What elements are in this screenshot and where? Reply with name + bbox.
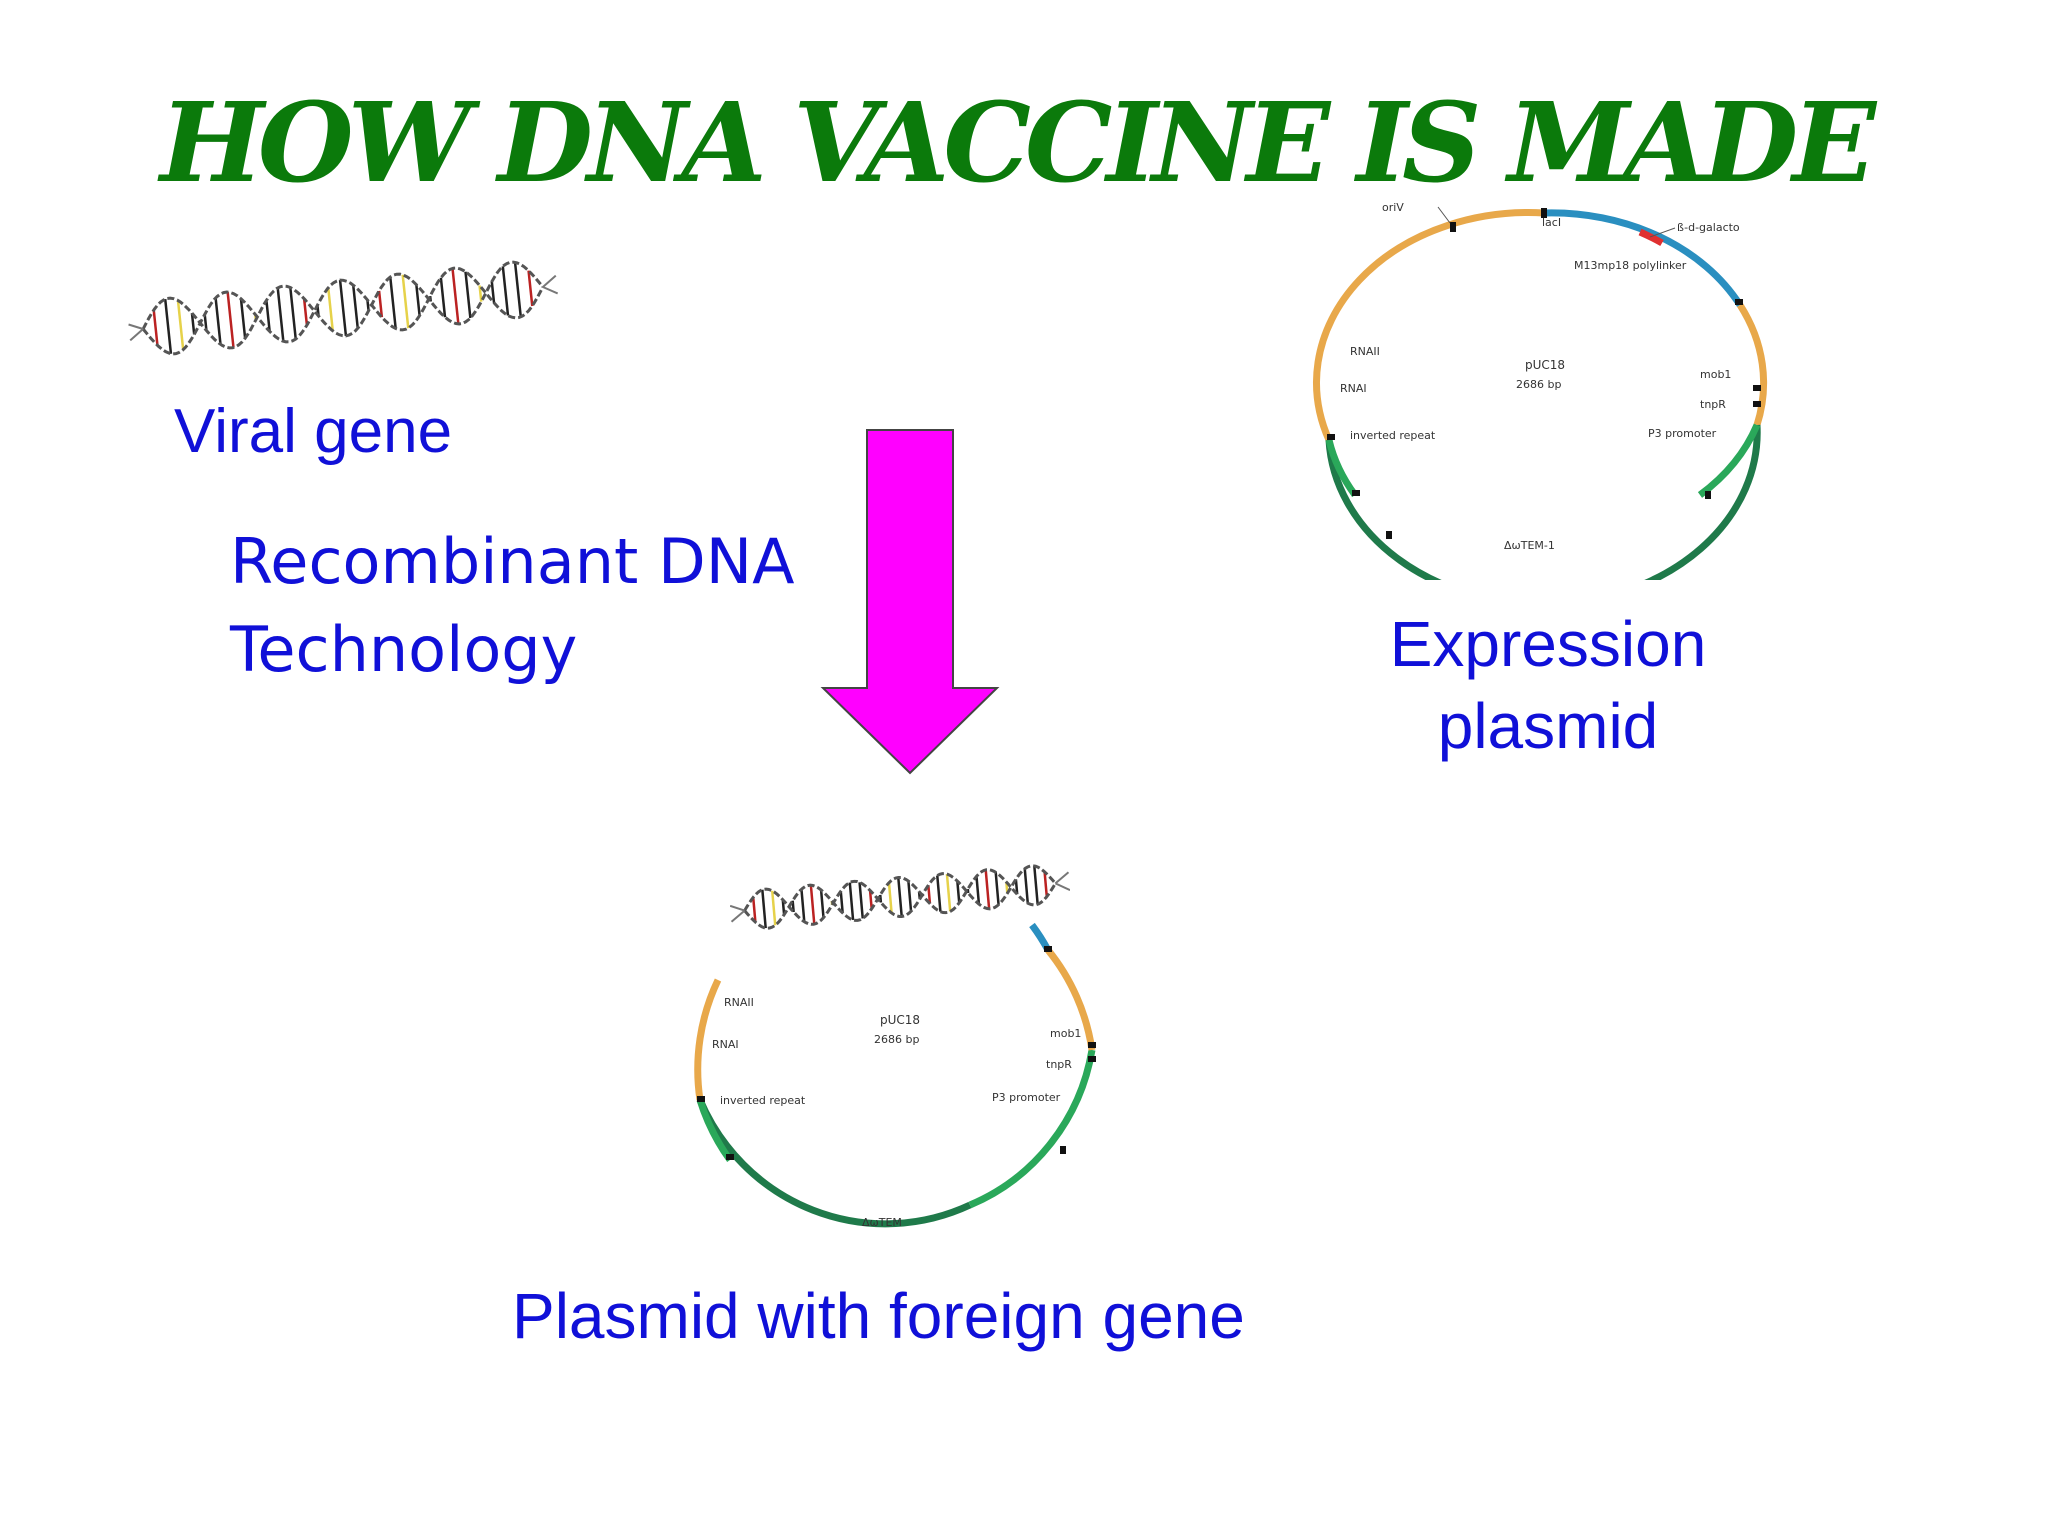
feature-delta-tem1: ΔωTEM-1 [1504,539,1555,552]
feature-beta-d-galacto: ß-d-galacto [1677,221,1740,234]
feature-inverted-repeat: inverted repeat [1350,429,1436,442]
feature-m13mp18-polylinker: M13mp18 polylinker [1574,259,1687,272]
feature-rnai: RNAI [1340,382,1367,395]
recombinant-dna-technology-label: Recombinant DNA Technology [230,518,795,694]
plasmid-size: 2686 bp [1516,378,1561,391]
feature-rnaii: RNAII [1350,345,1380,358]
plasmid-ring [694,922,1096,1228]
plasmid-feature-labels: oriV lacI ß-d-galacto M13mp18 polylinker… [1340,201,1740,552]
feature-rnaii: RNAII [724,996,754,1009]
plasmid-feature-labels: RNAII RNAI mob1 tnpR inverted repeat P3 … [712,996,1081,1229]
expression-plasmid-label: Expression plasmid [1318,603,1778,767]
expression-label-line2: plasmid [1437,690,1659,762]
plasmid-name: pUC18 [1525,358,1565,372]
plasmid-ring [1313,208,1768,580]
dna-helix-icon [128,260,558,356]
plasmid-size: 2686 bp [874,1033,919,1046]
feature-mob1: mob1 [1050,1027,1081,1040]
feature-laci: lacI [1542,216,1561,229]
expression-plasmid-map: oriV lacI ß-d-galacto M13mp18 polylinker… [1313,201,1768,580]
viral-gene-label: Viral gene [174,397,453,466]
feature-mob1: mob1 [1700,368,1731,381]
slide-title: HOW DNA VACCINE IS MADE [160,78,1876,207]
feature-rnai: RNAI [712,1038,739,1051]
recombinant-label-line2: Technology [230,613,578,686]
feature-inverted-repeat: inverted repeat [720,1094,806,1107]
down-arrow-icon [820,429,1000,775]
helix-strands [128,260,558,356]
expression-label-line1: Expression [1389,608,1707,680]
feature-p3-promoter: P3 promoter [1648,427,1717,440]
recombinant-plasmid-map: RNAII RNAI mob1 tnpR inverted repeat P3 … [694,922,1096,1229]
feature-tnpr: tnpR [1700,398,1726,411]
plasmid-with-foreign-gene-label: Plasmid with foreign gene [512,1280,1245,1352]
helix-strands [730,864,1070,930]
feature-delta-tem: ΔωTEM [862,1216,902,1229]
recombinant-label-line1: Recombinant DNA [230,525,795,598]
feature-tnpr: tnpR [1046,1058,1072,1071]
feature-oriv: oriV [1382,201,1404,214]
plasmid-name: pUC18 [880,1013,920,1027]
dna-helix-icon [730,864,1070,930]
feature-p3-promoter: P3 promoter [992,1091,1061,1104]
